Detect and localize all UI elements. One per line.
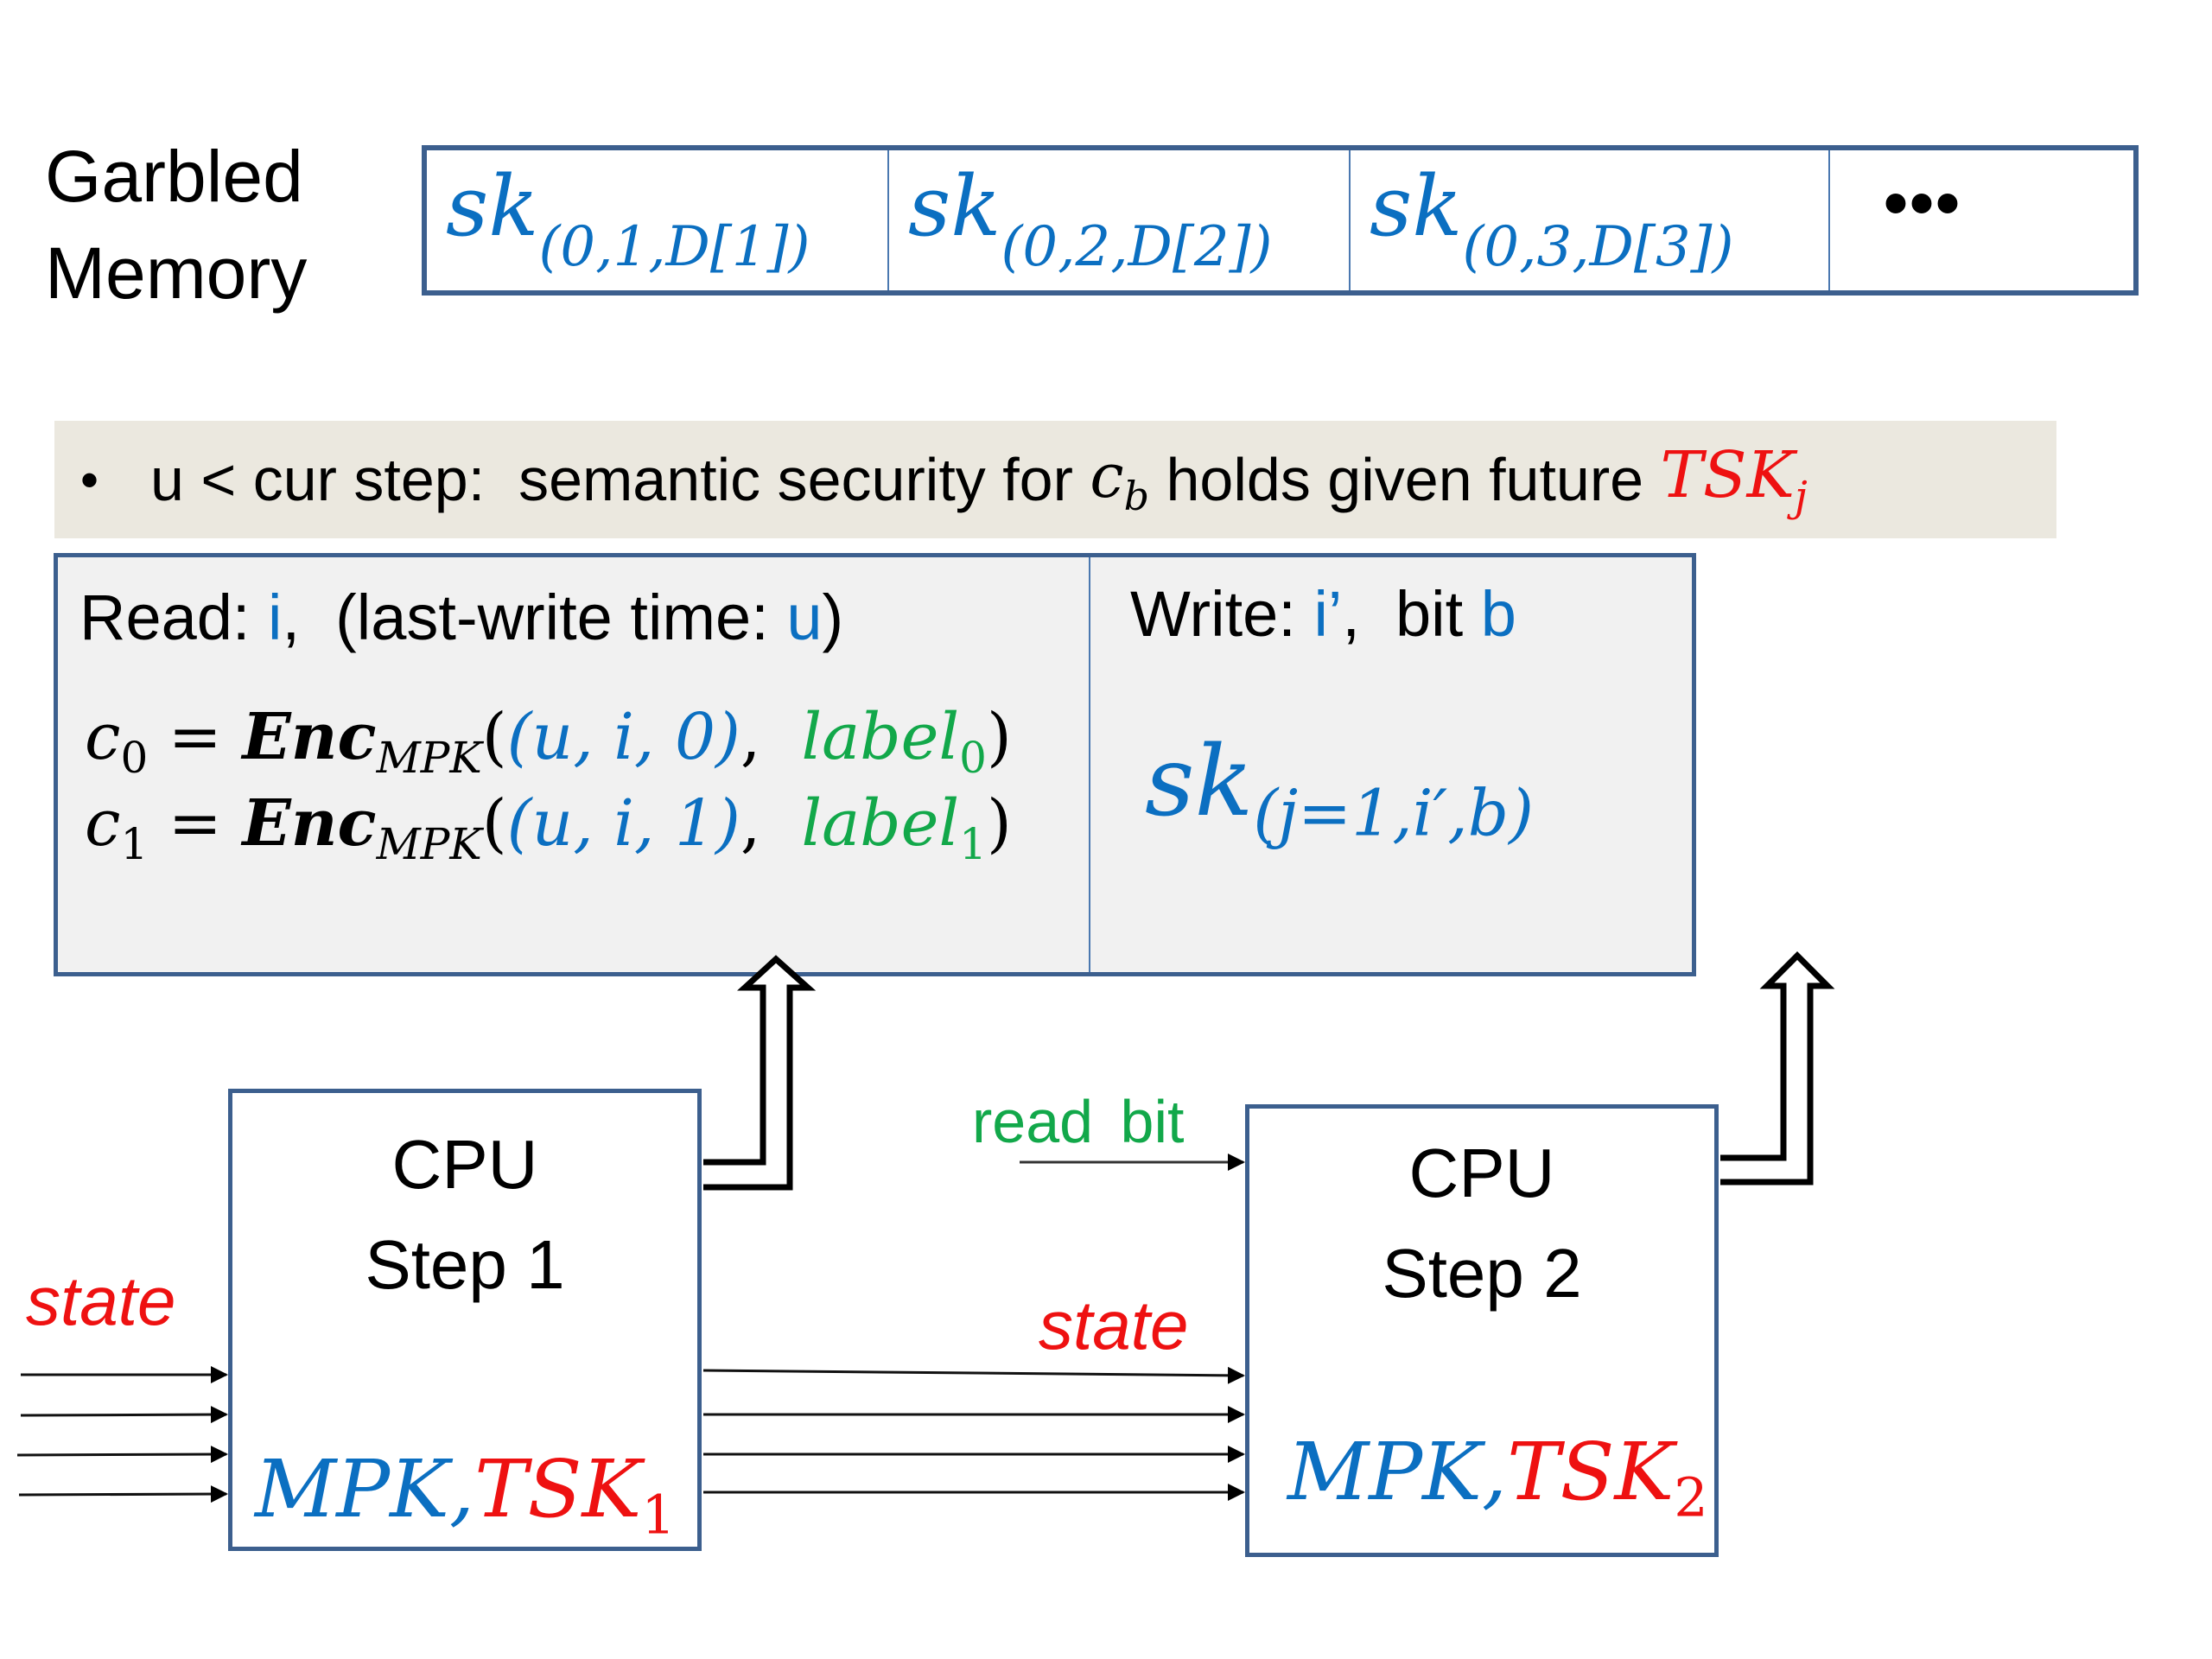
memory-cell-ellipsis: ••• (1830, 150, 2133, 290)
read-bit-label: read bit (972, 1088, 1185, 1155)
memory-cell-key: sk(0,3,D[3]) (1370, 158, 1734, 280)
ciphertext-equation-0: c0 = EncMPK((u, i, 0), label0) (85, 700, 1012, 783)
banner-text-after: holds given future (1149, 446, 1661, 513)
read-title: Read: i, (last-write time: u) (79, 582, 844, 653)
future-tsk: TSKj (1660, 438, 1808, 521)
state-input-arrows (16, 1366, 228, 1503)
bullet-icon: • (80, 450, 99, 509)
memory-cell: sk(0,2,D[2]) (889, 150, 1351, 290)
ciphertext-equation-1: c1 = EncMPK((u, i, 1), label1) (85, 786, 1012, 869)
memory-cell: sk(0,3,D[3]) (1351, 150, 1830, 290)
state-transfer-arrows (702, 1366, 1245, 1501)
write-title: Write: i’, bit b (1130, 578, 1516, 650)
state-input-arrow (20, 1406, 228, 1424)
cpu-step-1-title: CPU Step 1 (365, 1126, 565, 1303)
memory-cell-key: sk(0,1,D[1]) (446, 158, 810, 280)
cpu-step-2-keys: MPK,TSK2 (1287, 1426, 1708, 1529)
banner-text-before: u < cur step: semantic security for (150, 446, 1090, 513)
state-input-arrow (18, 1485, 228, 1503)
cpu-step-1-keys: MPK,TSK1 (255, 1443, 676, 1547)
state-between-label: state (1039, 1287, 1189, 1363)
security-note-banner: • u < cur step: semantic security for cb… (54, 421, 2056, 538)
garbled-memory-label-line2: Memory (45, 232, 308, 314)
cpu-step-2-title: CPU Step 2 (1382, 1135, 1582, 1312)
state-input-label: state (26, 1262, 176, 1339)
garbled-memory-label: Garbled Memory (45, 128, 307, 321)
read-write-panel (54, 553, 1696, 976)
write-secret-key: sk(j=1,i′,b) (1145, 726, 1534, 851)
cpu-step-2-box (1245, 1104, 1719, 1557)
ellipsis-icon: ••• (1884, 164, 1962, 241)
cpu1-memory-access-arrow (703, 955, 817, 1191)
memory-cell: sk(0,1,D[1]) (427, 150, 889, 290)
state-transfer-arrow (702, 1366, 1245, 1384)
read-write-divider (1089, 557, 1090, 972)
state-input-arrow (16, 1446, 228, 1464)
garbled-memory-label-line1: Garbled (45, 136, 303, 217)
garbled-memory-strip: sk(0,1,D[1]) sk(0,2,D[2]) sk(0,3,D[3]) •… (422, 145, 2139, 296)
ciphertext-cb: cb (1090, 440, 1150, 519)
cpu-step-1-box (228, 1089, 702, 1551)
cpu2-memory-access-arrow (1720, 951, 1835, 1185)
memory-cell-key: sk(0,2,D[2]) (908, 158, 1273, 280)
